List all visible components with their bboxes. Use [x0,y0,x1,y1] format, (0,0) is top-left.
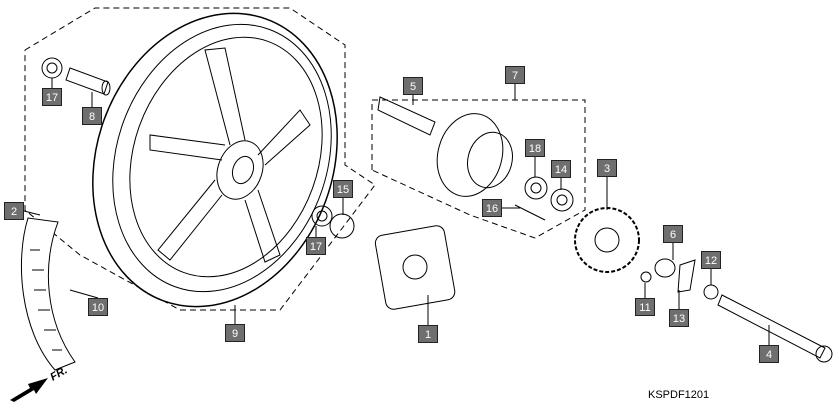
callout-side-collar[interactable]: 6 [663,225,683,243]
callout-axle-nut[interactable]: 12 [701,251,721,269]
diagram-code: KSPDF1201 [648,389,710,401]
wheel-group-outline [24,7,376,311]
callout-rear-axle[interactable]: 4 [759,345,779,363]
callout-bearing-right[interactable]: 17 [306,237,326,255]
callout-damper-rubber[interactable]: 1 [418,325,438,343]
callout-oil-seal[interactable]: 15 [333,180,353,198]
tire-drawing [20,217,76,371]
callout-stud-bolt[interactable]: 16 [482,199,502,217]
sprocket-drawing [574,207,640,273]
flange-group-outline [371,99,586,239]
callout-sprocket-nut[interactable]: 11 [635,298,655,316]
wheel-drawing [92,12,338,308]
front-arrow-icon [10,378,48,402]
callout-wheel[interactable]: 9 [225,324,245,342]
callout-spacer[interactable]: 8 [82,107,102,125]
callout-adjuster-plate[interactable]: 13 [669,309,689,327]
callout-bearing-left[interactable]: 17 [42,88,62,106]
callout-valve[interactable]: 2 [4,202,24,220]
callout-axle-collar[interactable]: 5 [403,77,423,95]
callout-sprocket[interactable]: 3 [597,159,617,177]
callout-tire[interactable]: 10 [88,298,108,316]
callout-flange-seal[interactable]: 14 [551,160,571,178]
callout-driven-flange[interactable]: 7 [505,66,525,84]
callout-flange-bearing[interactable]: 18 [525,139,545,157]
axle-drawing [717,294,826,359]
